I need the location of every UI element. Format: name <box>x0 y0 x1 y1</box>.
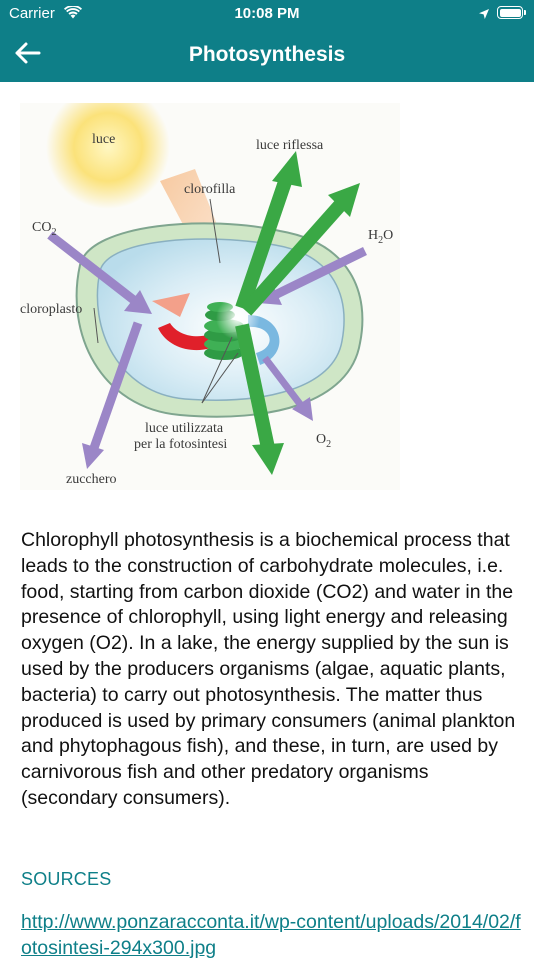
wifi-icon <box>64 4 82 23</box>
location-icon <box>478 7 490 24</box>
status-time: 10:08 PM <box>234 5 300 22</box>
label-co2: CO2 <box>32 220 56 238</box>
label-luce: luce <box>92 132 115 147</box>
photosynthesis-diagram: luce luce riflessa clorofilla CO2 H2O cl… <box>20 103 400 490</box>
co2-arrow <box>47 231 152 314</box>
sun-graphic <box>46 103 170 209</box>
label-h2o: H2O <box>368 228 393 246</box>
label-luce-riflessa: luce riflessa <box>256 138 324 153</box>
label-clorofilla: clorofilla <box>184 182 236 197</box>
pink-cycle-arrow <box>152 293 190 317</box>
description-paragraph: Chlorophyll photosynthesis is a biochemi… <box>21 529 516 809</box>
carrier-label: Carrier <box>9 5 55 22</box>
reflected-light-arrows <box>235 151 360 475</box>
page-title: Photosynthesis <box>188 43 346 66</box>
o2-arrow <box>262 355 313 421</box>
sugar-arrow <box>82 321 143 469</box>
label-o2: O2 <box>316 432 331 450</box>
label-luce-utilizzata-2: per la fotosintesi <box>134 437 227 452</box>
navigation-bar: Carrier 10:08 PM Photosynthesis <box>0 0 534 82</box>
label-zucchero: zucchero <box>66 472 117 487</box>
arrow-left-icon <box>15 42 41 64</box>
leader-lines <box>93 198 239 404</box>
battery-icon <box>497 6 526 19</box>
label-cloroplasto: cloroplasto <box>20 302 82 317</box>
status-bar: Carrier 10:08 PM <box>0 0 534 28</box>
source-link[interactable]: http://www.ponzaracconta.it/wp-content/u… <box>21 911 521 959</box>
label-luce-utilizzata-1: luce utilizzata <box>145 421 224 436</box>
back-button[interactable] <box>14 40 46 68</box>
blue-cycle-arrow <box>248 315 280 365</box>
sources-heading: SOURCES <box>21 869 112 889</box>
